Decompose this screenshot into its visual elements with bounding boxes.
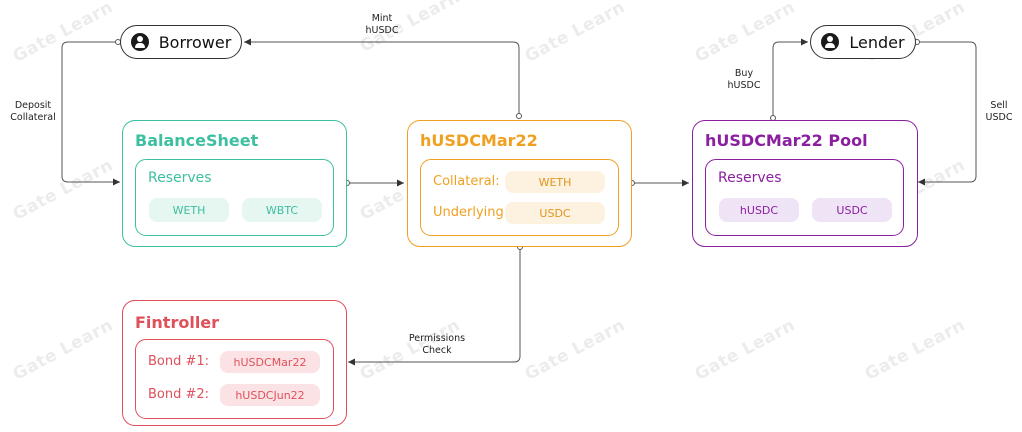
pool-box: hUSDCMar22 Pool Reserves hUSDC USDC [692,120,918,247]
bond-1-value: hUSDCMar22 [220,351,320,373]
borrower-node: Borrower [120,25,242,59]
underlying-value: USDC [505,202,605,224]
pool-title: hUSDCMar22 Pool [705,131,868,150]
reserve-husdc: hUSDC [719,198,799,222]
user-icon [821,33,840,51]
lender-label: Lender [849,32,905,52]
htoken-title: hUSDCMar22 [420,131,538,150]
bond-2-label: Bond #2: [148,387,210,402]
reserves-title: Reserves [148,170,212,186]
balance-sheet-title: BalanceSheet [135,131,259,150]
reserves-title: Reserves [718,170,782,186]
balance-sheet-reserves: Reserves WETH WBTC [135,159,334,236]
reserve-wbtc: WBTC [242,198,322,222]
user-icon [130,33,149,51]
bond-1-label: Bond #1: [148,354,210,369]
bond-2-value: hUSDCJun22 [220,384,320,406]
pool-reserves: Reserves hUSDC USDC [705,159,904,236]
collateral-value: WETH [505,171,605,193]
borrower-label: Borrower [158,32,232,52]
htoken-box: hUSDCMar22 Collateral: WETH Underlying: … [407,120,632,247]
fintroller-title: Fintroller [135,313,220,332]
reserve-weth: WETH [149,198,229,222]
fintroller-box: Fintroller Bond #1: hUSDCMar22 Bond #2: … [122,300,347,426]
htoken-details: Collateral: WETH Underlying: USDC [420,159,619,236]
collateral-label: Collateral: [433,174,500,189]
underlying-label: Underlying: [433,205,509,220]
lender-node: Lender [810,25,916,59]
fintroller-bonds: Bond #1: hUSDCMar22 Bond #2: hUSDCJun22 [135,339,334,419]
reserve-usdc: USDC [812,198,892,222]
balance-sheet-box: BalanceSheet Reserves WETH WBTC [122,120,347,247]
